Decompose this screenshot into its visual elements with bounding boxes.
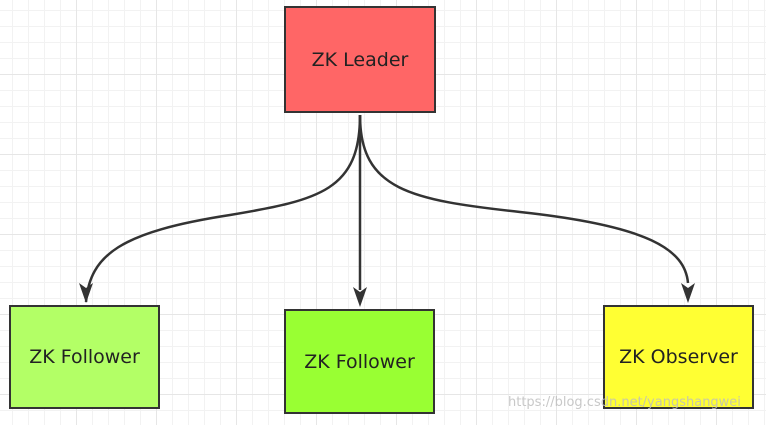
node-zk-follower-1-label: ZK Follower	[29, 346, 140, 368]
edge-leader-to-follower-1	[84, 114, 362, 303]
node-zk-observer: ZK Observer	[603, 305, 754, 409]
node-zk-leader: ZK Leader	[284, 6, 436, 113]
arrowhead-observer	[681, 283, 695, 303]
node-zk-follower-1: ZK Follower	[9, 305, 160, 409]
arrowhead-follower-2	[353, 287, 367, 307]
arrowhead-follower-1	[79, 283, 93, 303]
watermark-url: https://blog.csdn.net/yangshangwei	[508, 395, 741, 410]
node-zk-observer-label: ZK Observer	[619, 346, 738, 368]
node-zk-follower-2-label: ZK Follower	[304, 350, 415, 373]
edge-leader-to-observer	[358, 114, 690, 284]
node-zk-leader-label: ZK Leader	[311, 48, 409, 71]
node-zk-follower-2: ZK Follower	[284, 309, 435, 414]
